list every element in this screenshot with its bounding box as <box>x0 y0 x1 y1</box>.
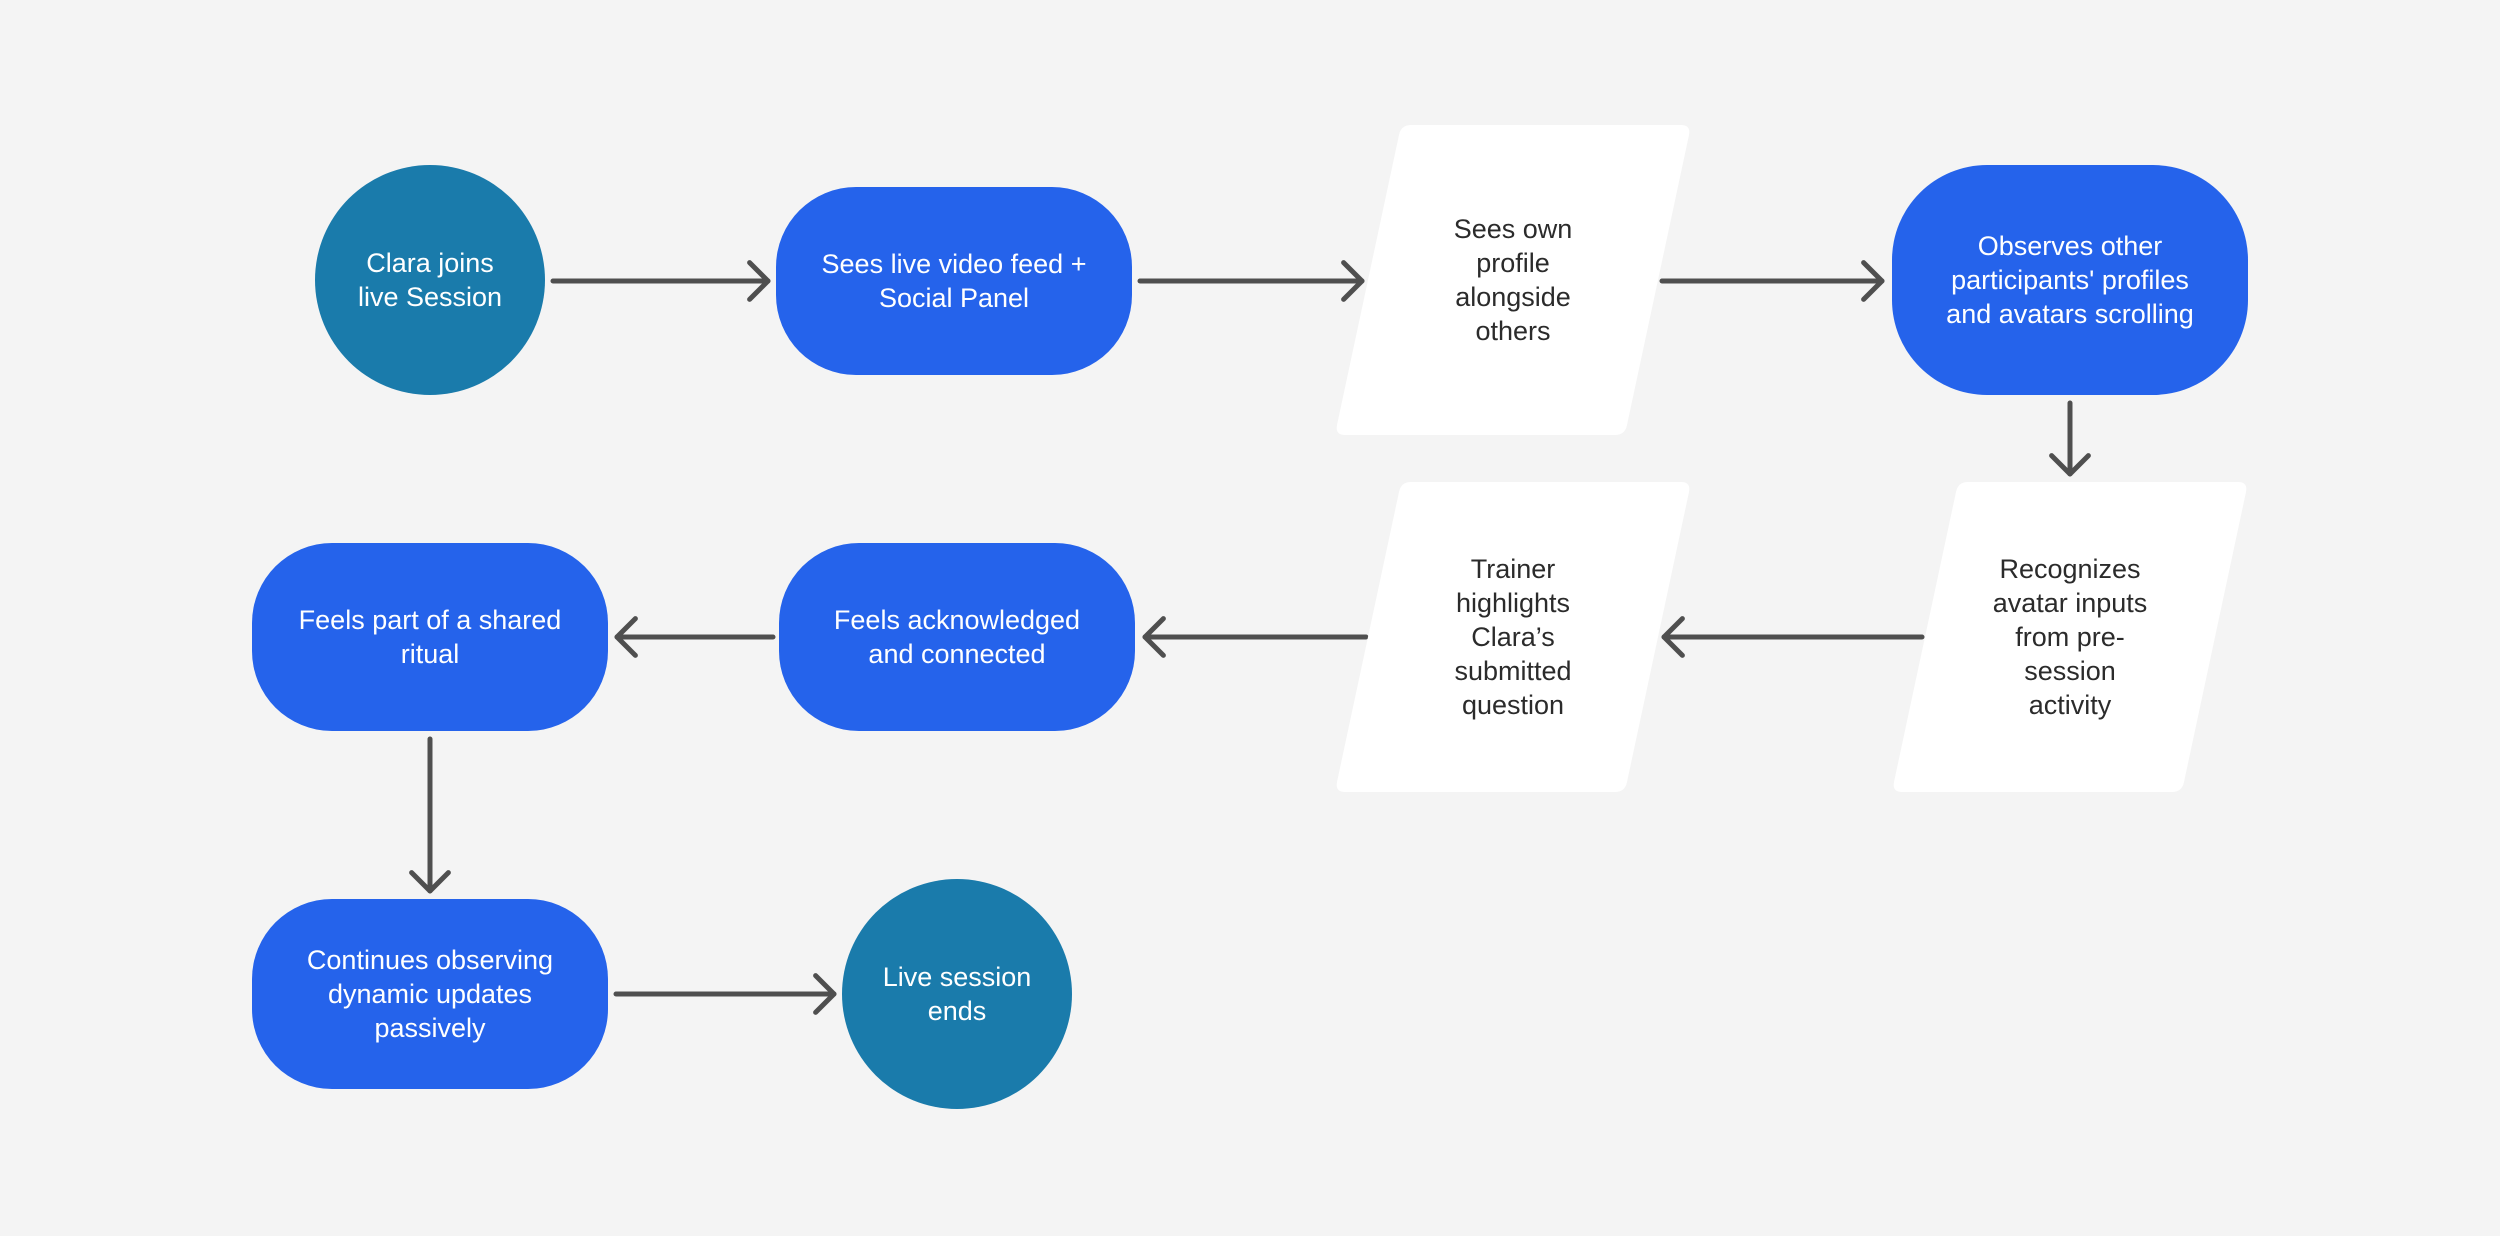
node-session-ends-label: Live session ends <box>882 962 1032 1026</box>
arrowhead <box>813 973 837 1015</box>
node-trainer-highlights-label: Trainer highlights Clara’s submitted que… <box>1454 554 1572 720</box>
node-clara-joins: Clara joins live Session <box>315 165 545 395</box>
arrow-continues-to-ends <box>613 973 837 1015</box>
node-feels-part-ritual: Feels part of a shared ritual <box>252 543 608 731</box>
arrow-observes-to-recognizes <box>2049 400 2091 477</box>
node-continues-observing: Continues observing dynamic updates pass… <box>252 899 608 1089</box>
node-observes-participants-label: Observes other participants' profiles an… <box>1946 231 2194 329</box>
node-feels-acknowledged: Feels acknowledged and connected <box>779 543 1135 731</box>
node-feels-acknowledged-label: Feels acknowledged and connected <box>833 605 1081 669</box>
arrowhead <box>409 870 451 894</box>
arrow-profile-to-observes <box>1659 260 1885 302</box>
arrow-clara-to-video <box>550 260 771 302</box>
parallelogram-shape <box>1336 125 1690 435</box>
node-recognizes-avatar: Recognizes avatar inputs from pre- sessi… <box>1892 482 2248 792</box>
node-continues-observing-label: Continues observing dynamic updates pass… <box>306 945 554 1043</box>
node-sees-own-profile-label: Sees own profile alongside others <box>1453 214 1573 346</box>
parallelogram-shape <box>1893 482 2247 792</box>
node-sees-video-feed: Sees live video feed + Social Panel <box>776 187 1132 375</box>
node-session-ends: Live session ends <box>842 879 1072 1109</box>
node-clara-joins-label: Clara joins live Session <box>357 248 503 312</box>
arrowhead <box>1861 260 1885 302</box>
arrowhead <box>2049 453 2091 477</box>
arrow-video-to-profile <box>1137 260 1365 302</box>
node-trainer-highlights: Trainer highlights Clara’s submitted que… <box>1335 482 1691 792</box>
parallelogram-shape <box>1336 482 1690 792</box>
arrow-recognizes-to-trainer <box>1661 616 1925 658</box>
node-observes-participants: Observes other participants' profiles an… <box>1892 165 2248 395</box>
arrowhead <box>614 616 638 658</box>
node-sees-own-profile: Sees own profile alongside others <box>1335 125 1691 435</box>
arrow-ritual-to-continues <box>409 736 451 894</box>
arrowhead <box>747 260 771 302</box>
arrowhead <box>1142 616 1166 658</box>
node-recognizes-avatar-label: Recognizes avatar inputs from pre- sessi… <box>1992 554 2148 720</box>
node-feels-part-ritual-label: Feels part of a shared ritual <box>298 605 562 669</box>
arrow-acknowledged-to-ritual <box>614 616 776 658</box>
node-sees-video-feed-label: Sees live video feed + Social Panel <box>821 249 1087 313</box>
arrow-trainer-to-acknowledged <box>1142 616 1369 658</box>
